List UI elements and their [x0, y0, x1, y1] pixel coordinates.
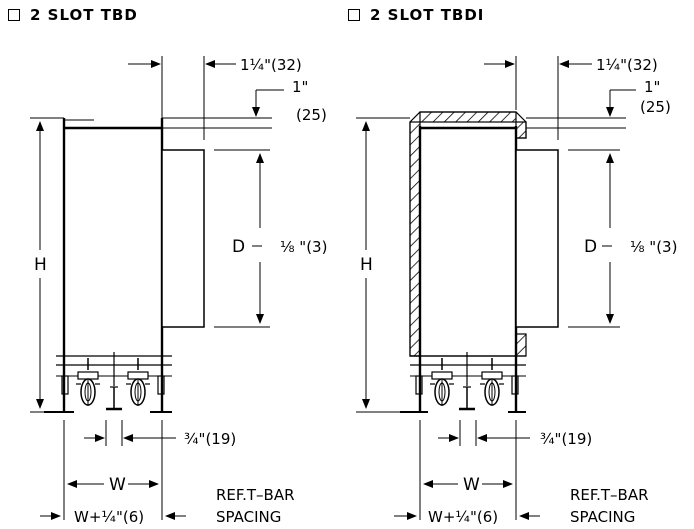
tbdi-depth-label: D: [584, 237, 597, 257]
tbd-side-mm: (25): [296, 106, 327, 124]
tbdi-side-dim: 1" (25): [526, 78, 671, 129]
tbdi-slots: [400, 352, 526, 413]
tbd-side-dim: 1" (25): [162, 78, 327, 129]
tbdi-width-total: W+¼"(6): [428, 508, 498, 526]
tbd-top-offset: 1¼"(32): [240, 56, 302, 74]
tbd-drawing: H 1¼"(32) 1" (25): [30, 56, 327, 526]
tbdi-depth-tol: ⅛ "(3): [630, 238, 677, 256]
tbdi-insulation: [409, 111, 527, 357]
option-tbd[interactable]: 2 SLOT TBD: [8, 6, 138, 24]
tbdi-gap-dim: ¾"(19): [438, 420, 592, 448]
tbdi-ref-line2: SPACING: [570, 508, 635, 526]
tbdi-top-offset: 1¼"(32): [596, 56, 658, 74]
tbd-inlet: [161, 149, 205, 328]
tbd-top-dim: 1¼"(32): [128, 56, 302, 140]
tbd-depth-label: D: [232, 237, 245, 257]
tbdi-side-in: 1": [644, 78, 660, 96]
tbd-depth-dim: D ⅛ "(3): [214, 149, 327, 328]
tbdi-inlet: [515, 149, 559, 328]
tbd-side-in: 1": [292, 78, 308, 96]
tbdi-top-dim: 1¼"(32): [484, 56, 658, 140]
option-tbd-checkbox[interactable]: [8, 9, 20, 21]
tbd-width-total-dim: W+¼"(6): [40, 508, 186, 526]
option-tbdi-checkbox[interactable]: [348, 9, 360, 21]
tbdi-side-mm: (25): [640, 98, 671, 116]
tbd-gap-label: ¾"(19): [184, 430, 236, 448]
tbd-plenum: [62, 118, 164, 412]
tbd-depth-tol: ⅛ "(3): [280, 238, 327, 256]
tbd-width-label: W: [109, 475, 126, 495]
tbd-ref-line1: REF.T–BAR: [216, 486, 295, 504]
tbdi-width-dim: W: [419, 420, 517, 520]
tbd-width-total: W+¼"(6): [74, 508, 144, 526]
tbdi-plenum: [418, 126, 518, 412]
tbdi-width-label: W: [463, 475, 480, 495]
option-tbdi-label: 2 SLOT TBDI: [370, 6, 485, 24]
tbd-height-dim: H: [30, 117, 64, 413]
tbdi-depth-dim: D ⅛ "(3): [568, 149, 677, 328]
tbdi-gap-label: ¾"(19): [540, 430, 592, 448]
tbdi-width-total-dim: W+¼"(6): [394, 508, 540, 526]
tbdi-drawing: H 1¼"(32) 1" (25): [356, 56, 677, 526]
tbd-ref-line2: SPACING: [216, 508, 281, 526]
option-tbdi[interactable]: 2 SLOT TBDI: [348, 6, 484, 24]
tbd-slots: [44, 352, 172, 413]
tbdi-height-label: H: [360, 255, 373, 275]
option-tbd-label: 2 SLOT TBD: [30, 6, 138, 24]
tbdi-ref-line1: REF.T–BAR: [570, 486, 649, 504]
tbd-width-dim: W: [63, 420, 163, 520]
tbd-height-label: H: [34, 255, 47, 275]
tbdi-height-dim: H: [356, 117, 410, 413]
tbd-gap-dim: ¾"(19): [84, 420, 236, 448]
